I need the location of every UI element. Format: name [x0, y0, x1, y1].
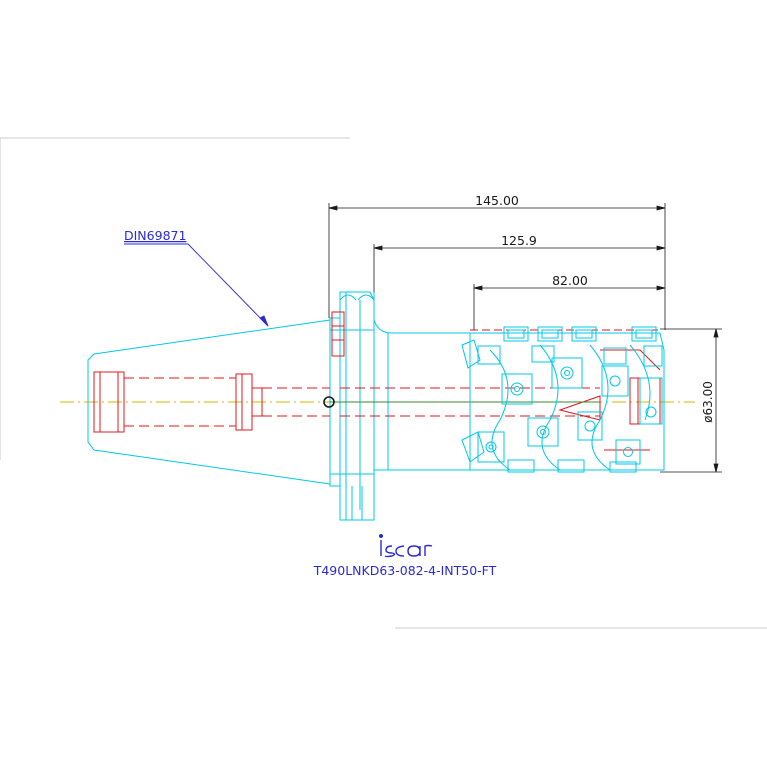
gauge-point: [323, 396, 335, 408]
iscar-logo: [379, 534, 433, 558]
standard-label: DIN69871: [124, 228, 186, 243]
dimension-lines: [328, 203, 722, 473]
dim-diameter: ø63.00: [701, 381, 715, 423]
dim-overall-length: 145.00: [475, 193, 519, 208]
cutter-head: [461, 332, 665, 471]
sheet-border: [0, 137, 767, 629]
insert-pockets: [477, 326, 663, 473]
dim-length-2: 125.9: [501, 233, 537, 248]
standard-leader: [124, 243, 269, 327]
dim-cutting-length: 82.00: [552, 273, 588, 288]
taper-shank: [87, 291, 472, 521]
part-number: T490LNKD63-082-4-INT50-FT: [313, 563, 497, 578]
